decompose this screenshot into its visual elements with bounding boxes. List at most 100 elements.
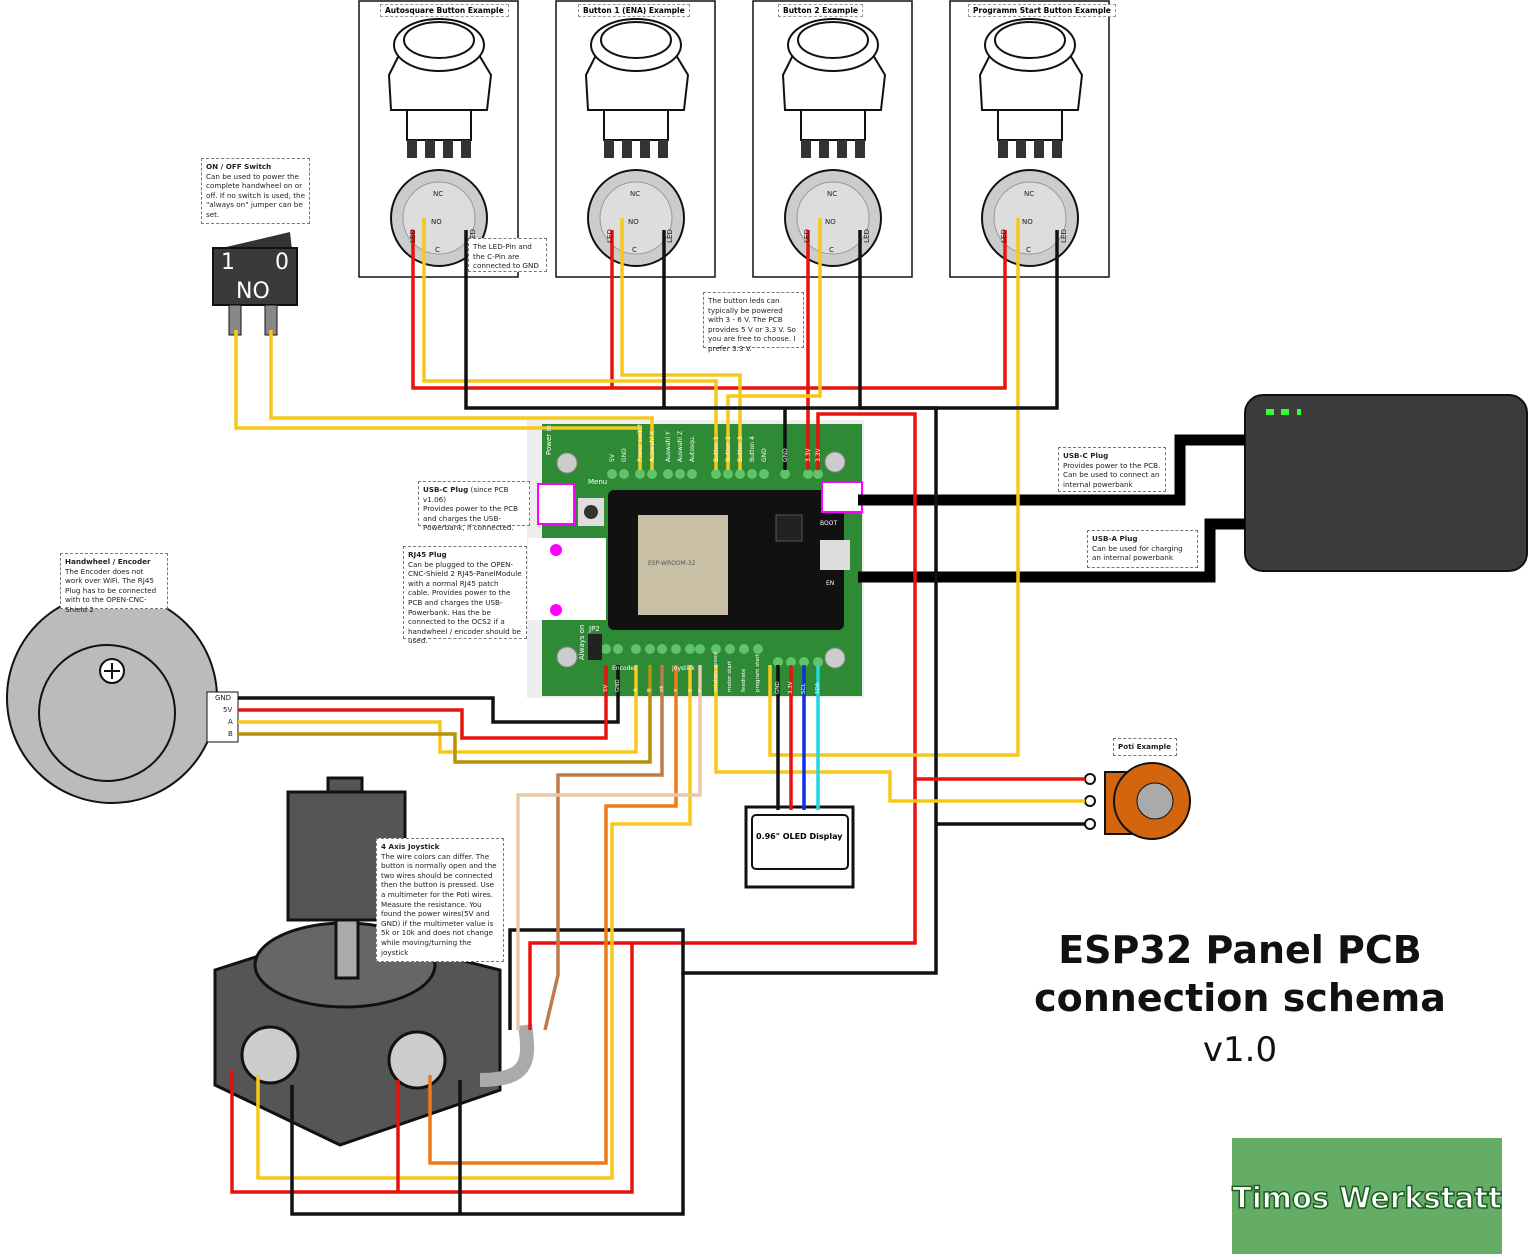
terminal-bottom: [631, 644, 641, 654]
button-pin-led: LED: [408, 229, 417, 243]
terminal-bottom: [753, 644, 763, 654]
terminal-top: [675, 469, 685, 479]
usb-c-jack: [537, 483, 575, 525]
note-poti: Poti Example: [1113, 738, 1177, 756]
pcb-label-menu: Menu: [588, 478, 608, 486]
terminal-label-top: Auswahl Y: [665, 431, 672, 462]
terminal-label-top: Button 1: [713, 436, 720, 462]
pcb-label-jp2: JP2: [589, 625, 600, 633]
terminal-label-top: Button 2: [725, 436, 732, 462]
terminal-label-top: GND: [761, 448, 768, 462]
wires: [230, 218, 1085, 1216]
title-version: v1.0: [1202, 1030, 1278, 1070]
terminal-label-bottom: x: [673, 688, 679, 692]
switch-label-no: NO: [236, 279, 270, 304]
terminal-label-bottom: A: [633, 688, 639, 692]
terminal-bottom: [725, 644, 735, 654]
terminal-label-top: Auswahl Z: [677, 430, 684, 462]
button-pin-c: C: [1026, 246, 1031, 254]
timos-werkstatt-logo: Timos Werkstatt: [1231, 1138, 1503, 1254]
terminal-bottom: [739, 644, 749, 654]
title-line1: ESP32 Panel PCB: [1058, 928, 1422, 972]
terminal-top: [813, 469, 823, 479]
terminal-top: [759, 469, 769, 479]
rj45-jack: [528, 538, 606, 620]
terminal-label-bottom: B: [647, 688, 653, 692]
terminal-top: [635, 469, 645, 479]
pcb-label-en: EN: [826, 580, 835, 587]
powerbank-leds: [1266, 409, 1301, 415]
terminal-label-bottom: z: [697, 689, 703, 692]
button-label-button1: Button 1 (ENA) Example: [578, 4, 690, 17]
button-pin-led: LED: [1059, 229, 1068, 243]
button-pin-led: LED: [999, 229, 1008, 243]
button-label-autosquare: Autosquare Button Example: [380, 4, 509, 17]
button-pin-led: LED: [605, 229, 614, 243]
on-off-switch: [212, 232, 298, 336]
terminal-bottom: [786, 657, 796, 667]
button-pin-no: NO: [825, 218, 836, 226]
switch-label-on: 1: [221, 250, 235, 275]
button-pin-c: C: [632, 246, 637, 254]
terminal-label-top: 3.3V: [815, 448, 822, 462]
terminal-bottom: [601, 644, 611, 654]
button-pin-no: NO: [1022, 218, 1033, 226]
terminal-label-bottom: feedrate: [741, 668, 747, 692]
terminal-label-bottom: 5V: [603, 684, 609, 692]
terminal-label-bottom: rotation speed: [713, 652, 719, 692]
button-pin-nc: NC: [827, 190, 838, 198]
terminal-bottom: [773, 657, 783, 667]
terminal-top: [619, 469, 629, 479]
button-pin-no: NO: [628, 218, 639, 226]
button-label-button2: Button 2 Example: [778, 4, 864, 17]
terminal-label-top: GND: [782, 448, 789, 462]
terminal-label-top: 3.3V: [805, 448, 812, 462]
pcb-label-power-in: Power in: [545, 425, 553, 455]
note-usb-c-pcb: USB-C Plug (since PCB v1.06)Provides pow…: [418, 481, 530, 532]
button-label-program-start: Programm Start Button Example: [968, 4, 1116, 17]
terminal-label-bottom: motor start: [727, 660, 733, 692]
terminal-label-top: 5V: [609, 454, 616, 462]
terminal-label-top: Autosqu.: [689, 435, 696, 462]
terminal-bottom: [645, 644, 655, 654]
terminal-label-bottom: SDA: [815, 682, 821, 694]
title-line2: connection schema: [1034, 976, 1446, 1020]
terminal-bottom: [613, 644, 623, 654]
button-pin-c: C: [829, 246, 834, 254]
button-pin-nc: NC: [1024, 190, 1035, 198]
terminal-label-bottom: GND: [615, 679, 621, 692]
terminal-label-bottom: program start: [755, 653, 761, 692]
pcb-label-joystick: Joystick: [672, 665, 695, 672]
note-led-pin: The LED-Pin and the C-Pin are connected …: [468, 238, 547, 272]
terminal-label-bottom: SCL: [801, 683, 807, 694]
terminal-top: [803, 469, 813, 479]
button-pin-led: LED: [862, 229, 871, 243]
terminal-label-top: Power switch: [637, 422, 644, 462]
pcb-label-always-on: Always on: [578, 624, 586, 660]
pcb-label-boot: BOOT: [820, 520, 838, 527]
terminal-bottom: [813, 657, 823, 667]
svg-text:Timos Werkstatt: Timos Werkstatt: [1232, 1181, 1502, 1215]
terminal-bottom: [671, 644, 681, 654]
terminal-label-bottom: ok: [659, 685, 665, 692]
terminal-bottom: [685, 644, 695, 654]
button-pin-led: LED: [802, 229, 811, 243]
pushbutton-2: [781, 18, 887, 267]
encoder-pin-5v: 5V: [223, 706, 233, 714]
pcb-label-encoder: Encoder: [612, 665, 637, 672]
terminal-top: [735, 469, 745, 479]
terminal-top: [723, 469, 733, 479]
esp-wroom-module: [638, 515, 728, 615]
terminal-top: [747, 469, 757, 479]
pushbutton-1: [584, 18, 690, 267]
powerbank: [1244, 394, 1528, 572]
terminal-label-bottom: y: [687, 688, 693, 692]
button-pin-nc: NC: [433, 190, 444, 198]
encoder-pin-gnd: GND: [215, 694, 232, 702]
